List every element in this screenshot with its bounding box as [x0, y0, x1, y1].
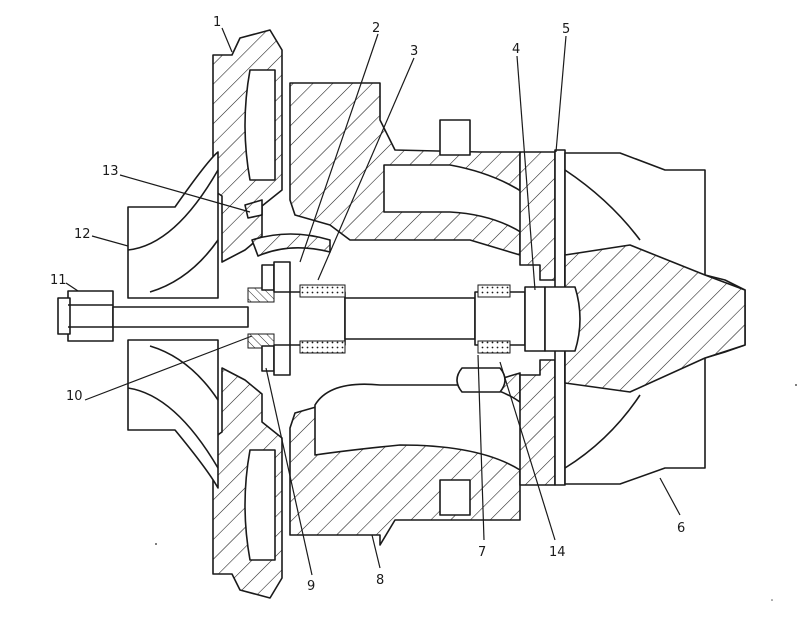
scan-specks	[155, 384, 797, 601]
callout-5: 5	[562, 22, 570, 37]
callout-9: 9	[307, 579, 315, 594]
callouts: 1 2 3 4 5 6 7 8 9 10 11 12 13 14	[50, 15, 685, 594]
callout-8: 8	[376, 573, 384, 588]
compressor-wheel	[127, 151, 219, 489]
callout-6: 6	[677, 521, 685, 536]
compressor-housing	[212, 29, 283, 599]
callout-4: 4	[512, 42, 520, 57]
callout-10: 10	[66, 389, 83, 404]
callout-7: 7	[478, 545, 486, 560]
callout-2: 2	[372, 21, 380, 36]
rotor-shaft	[289, 284, 581, 354]
turbine-wheel	[564, 152, 746, 485]
callout-1: 1	[213, 15, 221, 30]
callout-3: 3	[410, 44, 418, 59]
callout-13: 13	[102, 164, 119, 179]
shaft-nut	[57, 290, 249, 342]
callout-12: 12	[74, 227, 91, 242]
callout-11: 11	[50, 273, 67, 288]
seal-and-thrust-assembly	[244, 199, 331, 376]
callout-14: 14	[549, 545, 566, 560]
